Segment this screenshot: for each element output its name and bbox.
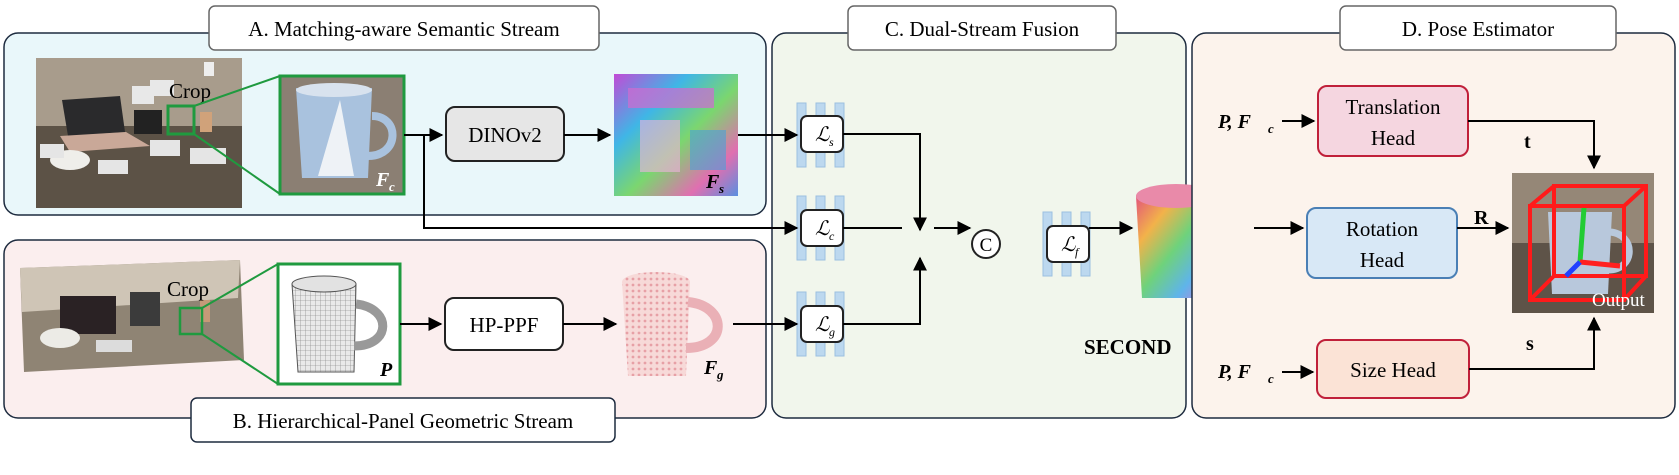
semantic-feature-label: F (705, 171, 720, 193)
arrow-lg-to-concat (843, 256, 927, 325)
fusion-layer-block (1042, 211, 1091, 277)
fusion-panel-title: C. Dual-Stream Fusion (885, 17, 1080, 41)
semantic-feature-map (614, 74, 738, 196)
fusion-panel: C. Dual-Stream Fusion ℒ s ℒ c ℒ g (771, 5, 1252, 419)
semantic-layer-block (796, 102, 845, 168)
crop-box (166, 104, 196, 136)
semantic-stream-panel: A. Matching-aware Semantic Stream Crop (3, 5, 767, 216)
pose-axis-y (1577, 207, 1587, 263)
rotation-output-label: R (1474, 207, 1489, 229)
bounding-box-3d (1528, 184, 1648, 302)
concat-label: C (980, 235, 993, 256)
geometric-crop-label: Crop (167, 277, 209, 301)
arrow-fc-to-lc (406, 134, 799, 235)
crop-label: Crop (169, 79, 211, 103)
geometric-panel-title-box (190, 397, 616, 443)
pose-axis-z (1564, 260, 1582, 278)
semantic-feature-subscript: s (718, 181, 724, 196)
arrow-size-to-output (1469, 316, 1601, 370)
cropped-feature-label: F (375, 169, 390, 191)
flow-arrows (400, 114, 1601, 379)
semantic-layer-subscript: s (829, 135, 834, 149)
size-input-subscript: c (1268, 371, 1274, 386)
pose-panel-title: D. Pose Estimator (1402, 17, 1554, 41)
translation-output-label: t (1524, 131, 1531, 153)
size-head-label: Size Head (1350, 358, 1436, 382)
translation-head-line2: Head (1371, 126, 1416, 150)
pose-panel-title-box (1339, 5, 1617, 51)
translation-head-line1: Translation (1346, 95, 1441, 119)
size-output-label: s (1526, 333, 1534, 355)
geometric-feature-subscript: g (716, 367, 724, 382)
geometric-feature-label: F (703, 357, 718, 379)
fusion-layer-subscript: f (1075, 245, 1080, 259)
geometric-panel-title: B. Hierarchical-Panel Geometric Stream (233, 409, 574, 433)
rotation-head-line2: Head (1360, 248, 1405, 272)
fused-output-prefix: SECOND (1084, 335, 1172, 359)
dinov2-label: DINOv2 (468, 123, 542, 147)
point-cloud-scene (20, 260, 244, 372)
cropped-feature-subscript: c (389, 179, 395, 194)
crop-zoom-line-bottom (193, 133, 281, 195)
arrow-ls-to-concat (843, 133, 927, 232)
color-layer-label: ℒ (815, 218, 830, 240)
point-cloud-label: P (379, 359, 393, 381)
color-layer-subscript: c (829, 229, 835, 243)
fusion-panel-title-box (847, 5, 1117, 51)
arrow-translation-to-output (1468, 120, 1601, 170)
semantic-layer-label: ℒ (815, 124, 830, 146)
semantic-panel-title: A. Matching-aware Semantic Stream (248, 17, 559, 41)
cropped-mug-image (278, 74, 406, 196)
size-input-label: P, F (1217, 361, 1252, 383)
geometric-layer-subscript: g (829, 325, 835, 339)
geometric-layer-label: ℒ (815, 314, 830, 336)
geometric-zoom-line-bottom (201, 333, 279, 385)
translation-input-subscript: c (1268, 121, 1274, 136)
rgb-scene-image (36, 58, 242, 208)
geometric-crop-box (178, 306, 204, 336)
pose-panel: D. Pose Estimator P, F c Translation Hea… (1191, 5, 1676, 419)
pose-axis-x (1579, 259, 1621, 269)
hp-ppf-label: HP-PPF (470, 313, 539, 337)
fusion-layer-label: ℒ (1061, 234, 1076, 256)
rotation-head-line1: Rotation (1346, 217, 1419, 241)
geometric-feature-map (622, 272, 723, 376)
geometric-stream-panel: B. Hierarchical-Panel Geometric Stream C… (3, 239, 767, 443)
translation-input-label: P, F (1217, 111, 1252, 133)
pose-output-label: Output (1592, 290, 1646, 311)
semantic-panel-title-box (208, 5, 600, 51)
geometric-zoom-line-top (201, 263, 279, 309)
rotation-head-box (1306, 207, 1458, 279)
crop-zoom-line-top (193, 75, 281, 107)
concat-node (971, 229, 1001, 259)
cropped-point-cloud-mug (291, 275, 388, 373)
color-layer-block (796, 195, 845, 261)
pose-output-image (1512, 173, 1654, 313)
